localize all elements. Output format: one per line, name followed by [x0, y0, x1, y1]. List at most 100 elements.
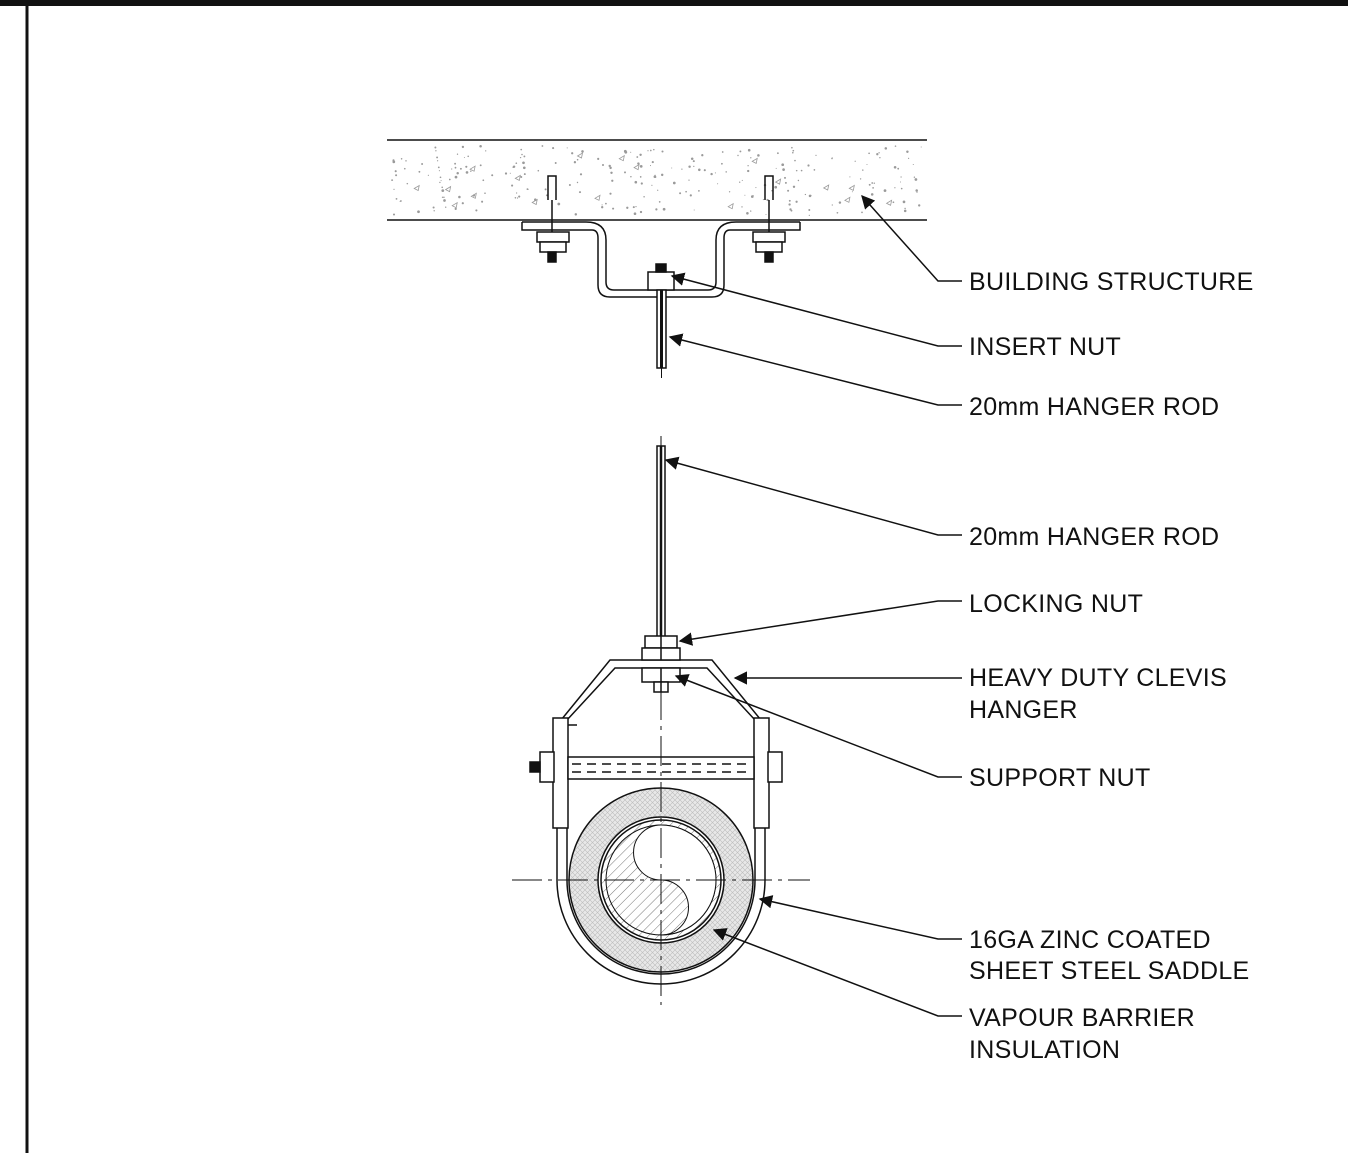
concrete-speckle — [797, 179, 800, 182]
concrete-aggregate — [451, 201, 458, 209]
concrete-speckle — [639, 176, 642, 178]
concrete-speckle — [611, 179, 614, 182]
concrete-speckle — [913, 176, 916, 178]
concrete-speckle — [792, 185, 796, 188]
concrete-speckle — [904, 207, 906, 210]
concrete-speckle — [454, 175, 458, 179]
concrete-speckle — [427, 174, 429, 176]
concrete-speckle — [892, 201, 895, 204]
concrete-speckle — [651, 161, 654, 164]
concrete-speckle — [897, 167, 900, 170]
label-hanger-rod-upper: 20mm HANGER ROD — [969, 393, 1219, 421]
concrete-speckle — [750, 195, 754, 198]
concrete-speckle — [639, 210, 643, 214]
upper-hanger-rod — [656, 289, 667, 378]
concrete-speckle — [608, 164, 611, 168]
concrete-speckle — [459, 167, 462, 170]
concrete-speckle — [883, 189, 887, 192]
concrete-speckle — [649, 149, 652, 152]
concrete-speckle — [395, 197, 398, 200]
concrete-aggregate — [751, 157, 758, 164]
concrete-speckle — [692, 160, 695, 163]
label-saddle-line1: 16GA ZINC COATED — [969, 926, 1211, 954]
concrete-speckle — [873, 182, 876, 184]
concrete-speckle — [681, 168, 683, 170]
concrete-speckle — [725, 171, 727, 173]
leader-building-structure — [861, 194, 962, 282]
concrete-speckle — [514, 197, 517, 199]
concrete-speckle — [630, 151, 632, 153]
concrete-speckle — [739, 181, 741, 183]
concrete-speckle — [433, 210, 435, 212]
concrete-speckle — [914, 178, 918, 181]
concrete-speckle — [454, 162, 457, 165]
concrete-speckle — [789, 208, 792, 211]
concrete-speckle — [838, 201, 842, 204]
concrete-aggregate — [618, 154, 625, 162]
concrete-speckle — [651, 184, 653, 186]
concrete-speckle — [654, 174, 656, 177]
concrete-speckle — [512, 166, 515, 168]
leader-insulation — [712, 928, 962, 1017]
concrete-speckle — [862, 169, 864, 171]
concrete-speckle — [781, 163, 785, 167]
concrete-speckle — [878, 152, 880, 154]
concrete-speckle — [689, 194, 692, 197]
leader-saddle — [758, 895, 962, 940]
concrete-speckle — [792, 149, 795, 152]
concrete-speckle — [640, 182, 643, 185]
building-structure-slab — [387, 139, 927, 221]
concrete-speckle — [912, 163, 914, 166]
concrete-speckle — [537, 169, 540, 172]
concrete-speckle — [671, 167, 673, 169]
label-hanger-rod-lower: 20mm HANGER ROD — [969, 523, 1219, 551]
concrete-speckle — [871, 182, 874, 184]
concrete-speckle — [653, 148, 655, 151]
concrete-speckle — [504, 172, 508, 175]
concrete-speckle — [808, 214, 810, 216]
concrete-speckle — [632, 206, 635, 209]
concrete-speckle — [479, 144, 482, 148]
concrete-speckle — [703, 169, 706, 172]
label-locking-nut: LOCKING NUT — [969, 590, 1143, 618]
concrete-speckle — [520, 176, 523, 178]
concrete-speckle — [438, 170, 440, 172]
concrete-speckle — [876, 153, 879, 156]
concrete-speckle — [626, 206, 629, 209]
concrete-speckle — [649, 165, 652, 167]
concrete-speckle — [456, 153, 459, 155]
concrete-speckle — [728, 191, 731, 193]
lower-hanger-rod — [656, 436, 666, 639]
concrete-speckle — [787, 189, 790, 192]
concrete-speckle — [461, 202, 464, 205]
concrete-speckle — [693, 165, 695, 168]
concrete-speckle — [775, 167, 777, 169]
concrete-speckle-texture — [391, 144, 922, 216]
concrete-speckle — [579, 173, 583, 176]
concrete-speckle — [601, 206, 604, 209]
concrete-speckle — [443, 199, 446, 202]
concrete-speckle — [854, 160, 856, 162]
concrete-speckle — [698, 168, 701, 172]
label-clevis-hanger-line2: HANGER — [969, 696, 1078, 724]
concrete-speckle — [693, 209, 695, 211]
concrete-speckle — [571, 152, 574, 155]
concrete-speckle — [601, 163, 605, 167]
concrete-speckle — [800, 169, 803, 172]
concrete-speckle — [445, 206, 447, 208]
insert-nut — [647, 263, 675, 291]
concrete-speckle — [482, 179, 485, 182]
concrete-speckle — [755, 187, 757, 189]
concrete-speckle — [894, 145, 897, 147]
leader-hanger-rod-lower — [664, 456, 962, 536]
concrete-aggregate — [727, 202, 734, 210]
concrete-speckle — [879, 157, 881, 159]
concrete-speckle — [639, 153, 642, 157]
concrete-speckle — [435, 150, 437, 152]
concrete-speckle — [747, 148, 751, 152]
concrete-aggregate — [633, 163, 640, 171]
concrete-speckle — [894, 187, 896, 189]
concrete-speckle — [399, 200, 401, 202]
concrete-speckle — [520, 148, 523, 151]
